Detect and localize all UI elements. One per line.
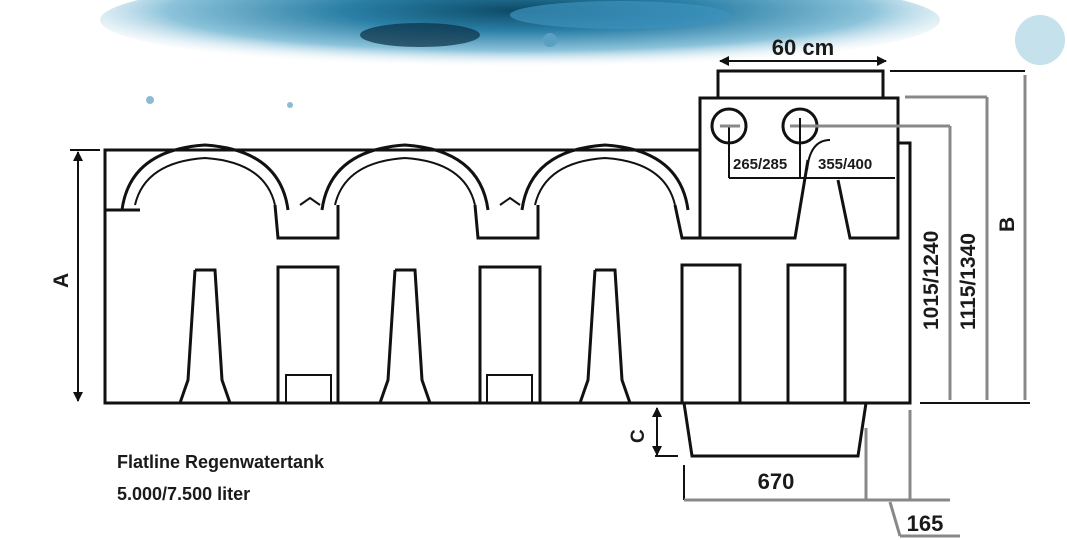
offset-label: 165 xyxy=(907,511,944,536)
bottom-width-label: 670 xyxy=(758,469,795,494)
outlet-height-label: 355/400 xyxy=(818,156,872,173)
label-b: B xyxy=(996,217,1019,232)
caption-volume: 5.000/7.500 liter xyxy=(117,484,251,504)
sump xyxy=(682,402,868,458)
tank-pillars xyxy=(178,263,847,404)
label-a: A xyxy=(50,273,73,288)
caption-title: Flatline Regenwatertank xyxy=(117,452,325,472)
tank-body xyxy=(103,69,912,458)
label-c: C xyxy=(628,429,649,443)
top-width-label: 60 cm xyxy=(772,35,834,60)
dimension-lines xyxy=(70,56,1030,538)
height-2-label: 1115/1340 xyxy=(957,233,980,330)
tank-domes xyxy=(105,143,700,240)
height-1-label: 1015/1240 xyxy=(920,231,943,330)
turret xyxy=(698,69,900,240)
water-background xyxy=(100,0,1065,108)
inlet-height-label: 265/285 xyxy=(733,156,787,173)
